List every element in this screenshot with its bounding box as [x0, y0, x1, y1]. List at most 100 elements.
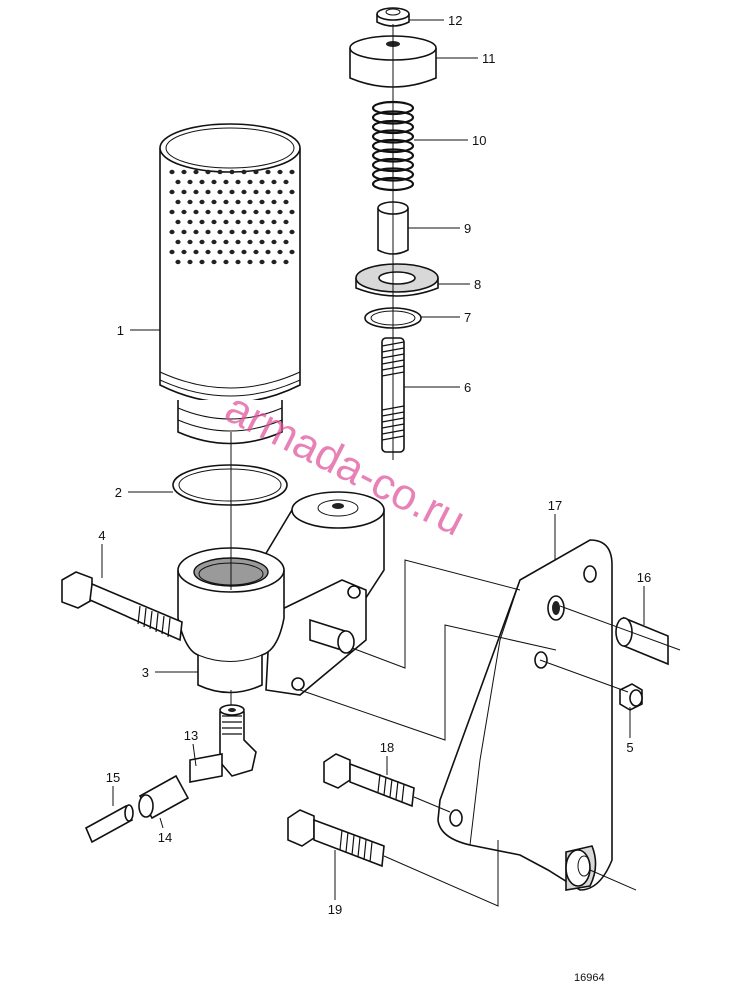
- callout-17: 17: [548, 498, 562, 513]
- callout-6: 6: [464, 380, 471, 395]
- perforation-hole: [289, 229, 295, 235]
- callout-11: 11: [482, 51, 496, 66]
- perforation-hole: [283, 199, 289, 205]
- perforation-hole: [223, 219, 229, 225]
- perforation-hole: [223, 179, 229, 185]
- perforation-hole: [187, 259, 193, 265]
- perforation-hole: [211, 219, 217, 225]
- perforation-hole: [187, 219, 193, 225]
- perforation-hole: [229, 189, 235, 195]
- perforation-hole: [253, 229, 259, 235]
- perforation-hole: [193, 189, 199, 195]
- perforation-hole: [193, 169, 199, 175]
- mounting-bracket-part: [437, 539, 613, 891]
- perforation-hole: [283, 239, 289, 245]
- perforation-hole: [175, 199, 181, 205]
- callout-7: 7: [464, 310, 471, 325]
- perforation-hole: [247, 259, 253, 265]
- perforation-hole: [175, 239, 181, 245]
- perforation-hole: [217, 169, 223, 175]
- callout-13: 13: [184, 728, 198, 743]
- perforation-hole: [199, 259, 205, 265]
- perforation-hole: [235, 199, 241, 205]
- sleeve-nut-part: [138, 774, 190, 820]
- callout-5: 5: [626, 740, 633, 755]
- callout-15: 15: [106, 770, 120, 785]
- perforation-hole: [289, 189, 295, 195]
- perforation-hole: [277, 209, 283, 215]
- figure-number: 16964: [574, 972, 605, 984]
- perforation-hole: [283, 219, 289, 225]
- perforation-hole: [175, 219, 181, 225]
- callout-10: 10: [472, 133, 486, 148]
- perforation-hole: [289, 209, 295, 215]
- filter-housing-part: [177, 491, 385, 696]
- perforation-hole: [217, 229, 223, 235]
- shaft-part: [615, 616, 669, 666]
- small-nut-part: [619, 683, 643, 711]
- perforation-hole: [187, 199, 193, 205]
- perforation-hole: [241, 169, 247, 175]
- perforation-hole: [271, 179, 277, 185]
- perforation-holes: [169, 169, 295, 265]
- perforation-hole: [259, 179, 265, 185]
- perforation-hole: [289, 169, 295, 175]
- perforation-hole: [241, 189, 247, 195]
- perforation-hole: [169, 229, 175, 235]
- perforation-hole: [271, 199, 277, 205]
- perforation-hole: [241, 229, 247, 235]
- perforation-hole: [271, 259, 277, 265]
- perforation-hole: [247, 179, 253, 185]
- perforation-hole: [193, 249, 199, 255]
- perforation-hole: [223, 239, 229, 245]
- perforation-hole: [199, 239, 205, 245]
- perforation-hole: [265, 169, 271, 175]
- perforation-hole: [181, 169, 187, 175]
- perforation-hole: [169, 249, 175, 255]
- perforation-hole: [265, 189, 271, 195]
- perforation-hole: [229, 209, 235, 215]
- perforation-hole: [253, 249, 259, 255]
- spring-seat-part: [355, 263, 439, 297]
- perforation-hole: [205, 249, 211, 255]
- perforation-hole: [205, 209, 211, 215]
- perforation-hole: [241, 209, 247, 215]
- perforation-hole: [187, 239, 193, 245]
- perforation-hole: [199, 179, 205, 185]
- perforation-hole: [205, 229, 211, 235]
- perforation-hole: [283, 259, 289, 265]
- perforation-hole: [181, 189, 187, 195]
- perforation-hole: [277, 249, 283, 255]
- perforation-hole: [259, 199, 265, 205]
- callout-labels: 1 2 3 4 5 6 7 8 9 10 11 12 13 14 15 16 1…: [98, 13, 651, 917]
- perforation-hole: [169, 169, 175, 175]
- perforation-hole: [181, 229, 187, 235]
- perforation-hole: [211, 199, 217, 205]
- callout-leaders: [101, 19, 645, 900]
- assembly-lines: [230, 24, 681, 907]
- perforation-hole: [247, 199, 253, 205]
- perforation-hole: [217, 249, 223, 255]
- perforation-hole: [289, 249, 295, 255]
- filter-element-part: [159, 123, 301, 445]
- perforation-hole: [235, 239, 241, 245]
- callout-16: 16: [637, 570, 651, 585]
- perforation-hole: [223, 259, 229, 265]
- perforation-hole: [175, 179, 181, 185]
- perforation-hole: [211, 239, 217, 245]
- perforation-hole: [199, 199, 205, 205]
- perforation-hole: [193, 229, 199, 235]
- callout-1: 1: [117, 323, 124, 338]
- perforation-hole: [259, 259, 265, 265]
- perforation-hole: [187, 179, 193, 185]
- pipe-part: [84, 804, 134, 844]
- perforation-hole: [217, 209, 223, 215]
- callout-8: 8: [474, 277, 481, 292]
- perforation-hole: [235, 259, 241, 265]
- perforation-hole: [181, 249, 187, 255]
- callout-19: 19: [328, 902, 342, 917]
- perforation-hole: [271, 219, 277, 225]
- perforation-hole: [211, 259, 217, 265]
